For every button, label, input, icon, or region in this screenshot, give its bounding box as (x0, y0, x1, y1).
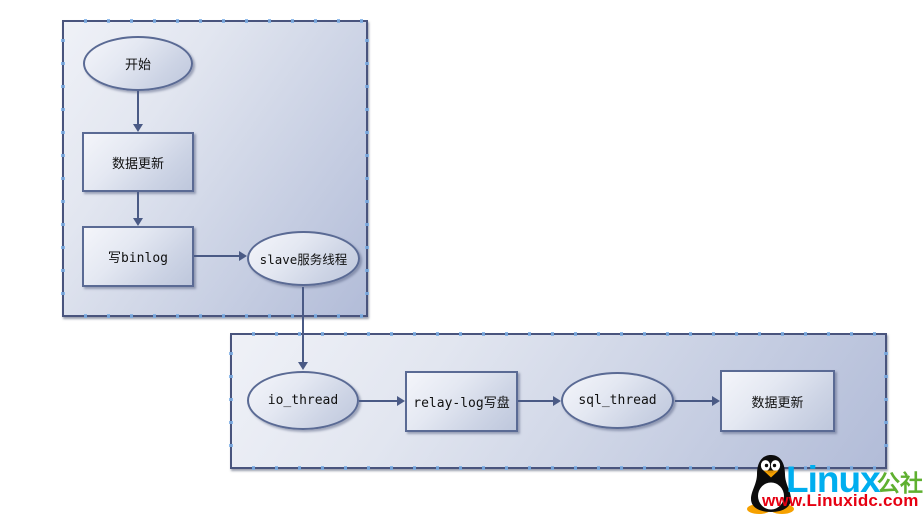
arrow-sql-to-update (675, 400, 712, 402)
arrow-slavethread-to-io (302, 287, 304, 362)
node-sql-thread: sql_thread (561, 372, 674, 429)
arrow-update-to-binlog (137, 192, 139, 218)
logo-brand-text: Linux (786, 459, 881, 500)
node-slave-service-thread: slave服务线程 (247, 231, 360, 286)
node-relay-log-write: relay-log写盘 (405, 371, 518, 432)
logo-url-text: www.Linuxidc.com (762, 491, 919, 510)
arrowhead-icon (239, 251, 247, 261)
logo-suffix-text: 公社 (877, 470, 923, 496)
node-io-thread-label: io_thread (267, 393, 339, 408)
arrowhead-icon (553, 396, 561, 406)
node-data-update-master: 数据更新 (82, 132, 194, 192)
node-slave-service-thread-label: slave服务线程 (259, 252, 348, 267)
arrowhead-icon (298, 362, 308, 370)
canvas-tick-marks (229, 335, 233, 467)
arrowhead-icon (712, 396, 720, 406)
node-data-update-master-label: 数据更新 (111, 156, 164, 172)
canvas-tick-marks (232, 332, 885, 336)
node-sql-thread-label: sql_thread (578, 393, 657, 408)
node-io-thread: io_thread (247, 371, 359, 430)
arrow-start-to-update (137, 91, 139, 124)
node-start: 开始 (83, 36, 193, 91)
canvas-tick-marks (64, 314, 366, 318)
tux-penguin-icon (747, 455, 794, 514)
node-write-binlog: 写binlog (82, 226, 194, 287)
canvas-tick-marks (365, 22, 369, 315)
canvas-tick-marks (64, 19, 366, 23)
node-data-update-slave: 数据更新 (720, 370, 835, 432)
arrowhead-icon (133, 218, 143, 226)
canvas-tick-marks (232, 466, 885, 470)
arrow-relay-to-sql (518, 400, 553, 402)
node-relay-log-write-label: relay-log写盘 (413, 396, 510, 411)
arrow-io-to-relay (359, 400, 397, 402)
arrowhead-icon (397, 396, 405, 406)
node-write-binlog-label: 写binlog (108, 251, 168, 266)
arrowhead-icon (133, 124, 143, 132)
node-data-update-slave-label: 数据更新 (751, 395, 804, 411)
arrow-binlog-to-slavethread (194, 255, 239, 257)
canvas-tick-marks (61, 22, 65, 315)
node-start-label: 开始 (124, 58, 151, 73)
canvas-tick-marks (884, 335, 888, 467)
